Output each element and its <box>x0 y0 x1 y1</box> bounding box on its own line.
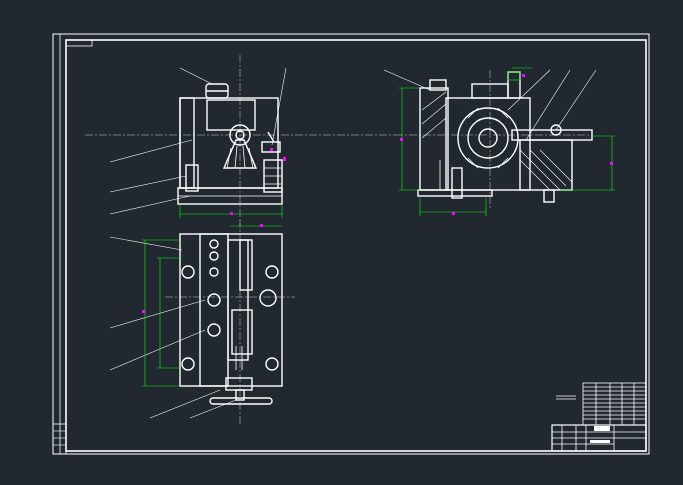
sheet-frame <box>52 33 650 455</box>
front-view-dimensions <box>179 204 283 218</box>
title-block-fill <box>590 426 610 443</box>
title-block <box>551 382 647 452</box>
top-view[interactable] <box>109 220 295 425</box>
top-view-markers <box>142 224 263 313</box>
front-view-markers <box>230 148 286 215</box>
side-view-markers <box>400 74 613 215</box>
top-view-dimensions <box>142 225 282 387</box>
front-view[interactable] <box>85 55 395 225</box>
side-view[interactable] <box>383 69 597 210</box>
